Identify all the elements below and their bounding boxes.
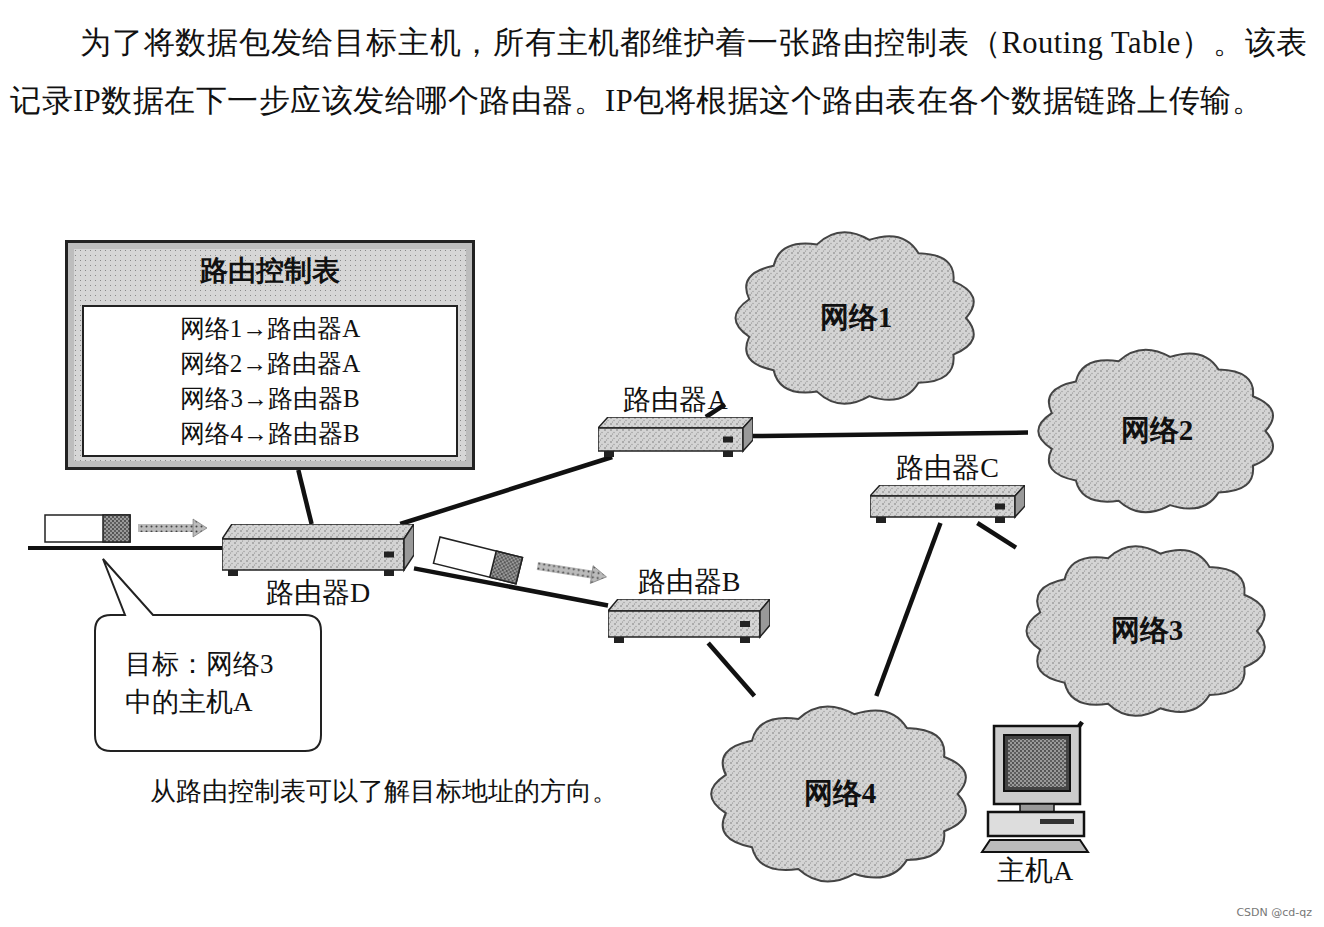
- screen-glare: [1008, 739, 1066, 787]
- router-leg: [228, 570, 238, 576]
- router-side: [743, 417, 753, 451]
- router-leg: [876, 517, 886, 523]
- router-front: [598, 428, 743, 451]
- router-icon: [598, 417, 753, 457]
- router-light: [740, 621, 750, 627]
- keyboard: [982, 840, 1088, 852]
- table-title: 路由控制表: [68, 255, 472, 287]
- link-line: [753, 433, 1028, 436]
- monitor: [994, 726, 1080, 804]
- host-label: 主机A: [975, 854, 1095, 888]
- host-computer: 主机A: [975, 722, 1095, 888]
- router-side: [404, 524, 414, 570]
- cloud-shape: [711, 706, 966, 881]
- drive-slot: [1040, 819, 1074, 824]
- router-leg: [740, 637, 750, 643]
- router-top: [608, 599, 770, 611]
- link-line: [977, 523, 1016, 548]
- router-front: [608, 611, 760, 637]
- router-leg: [384, 570, 394, 576]
- computer-icon: [980, 722, 1090, 854]
- cloud-shape: [736, 232, 974, 403]
- link-wire: [28, 546, 228, 550]
- route-entry: 网络4→路由器B: [90, 416, 450, 451]
- callout-text: 目标：网络3 中的主机A: [125, 645, 275, 721]
- router-side: [1015, 485, 1025, 517]
- router-light: [995, 504, 1005, 510]
- router-icon: [608, 599, 770, 643]
- router-leg: [723, 451, 733, 457]
- watermark: CSDN @cd-qz: [1236, 906, 1312, 919]
- router-icon: [870, 485, 1025, 523]
- body-paragraph: 为了将数据包发给目标主机，所有主机都维护着一张路由控制表（Routing Tab…: [10, 14, 1308, 130]
- router-leg: [995, 517, 1005, 523]
- link-line: [876, 523, 940, 696]
- link-line: [708, 643, 754, 696]
- router-label: 路由器D: [222, 576, 414, 610]
- cloud-shape: [1038, 350, 1273, 513]
- router-leg: [604, 451, 614, 457]
- network-label: 网络1: [820, 298, 893, 338]
- cloud-shape: [1027, 546, 1265, 716]
- router-label: 路由器A: [598, 383, 753, 417]
- network-cloud: 网络3: [1016, 536, 1278, 726]
- router: 路由器A: [598, 383, 753, 457]
- screen: [1004, 735, 1070, 791]
- router-icon: [222, 524, 414, 576]
- callout-bubble: 目标：网络3 中的主机A: [95, 615, 321, 751]
- network-cloud: 网络2: [1028, 340, 1286, 522]
- network-cloud: 网络1: [725, 222, 987, 414]
- router: 路由器C: [870, 451, 1025, 523]
- figure-caption: 从路由控制表可以了解目标地址的方向。: [150, 774, 618, 809]
- router-leg: [614, 637, 624, 643]
- table-body: 网络1→路由器A网络2→路由器A网络3→路由器B网络4→路由器B: [82, 305, 458, 457]
- route-entry: 网络3→路由器B: [90, 381, 450, 416]
- callout-outline: [95, 615, 321, 751]
- network-cloud: 网络4: [700, 696, 980, 892]
- router-label: 路由器B: [608, 565, 770, 599]
- router-side: [760, 599, 770, 637]
- router-front: [222, 539, 404, 570]
- router-label: 路由器C: [870, 451, 1025, 485]
- packet-arrow: [536, 557, 608, 586]
- bubble-shape: [95, 559, 321, 751]
- router-front: [870, 496, 1015, 517]
- router-light: [723, 437, 733, 443]
- packet-icon: [45, 515, 207, 542]
- router-light: [384, 552, 394, 558]
- network-label: 网络4: [804, 774, 877, 814]
- base-unit: [988, 812, 1084, 836]
- link-line: [414, 568, 608, 605]
- routing-table: 路由控制表网络1→路由器A网络2→路由器A网络3→路由器B网络4→路由器B: [65, 240, 475, 470]
- router-top: [222, 524, 414, 539]
- router-top: [870, 485, 1025, 496]
- network-label: 网络2: [1121, 411, 1194, 451]
- router: 路由器B: [608, 565, 770, 643]
- route-entry: 网络1→路由器A: [90, 311, 450, 346]
- router-top: [598, 417, 753, 428]
- network-label: 网络3: [1111, 611, 1184, 651]
- route-entry: 网络2→路由器A: [90, 346, 450, 381]
- link-line: [298, 470, 311, 524]
- router: 路由器D: [222, 524, 414, 610]
